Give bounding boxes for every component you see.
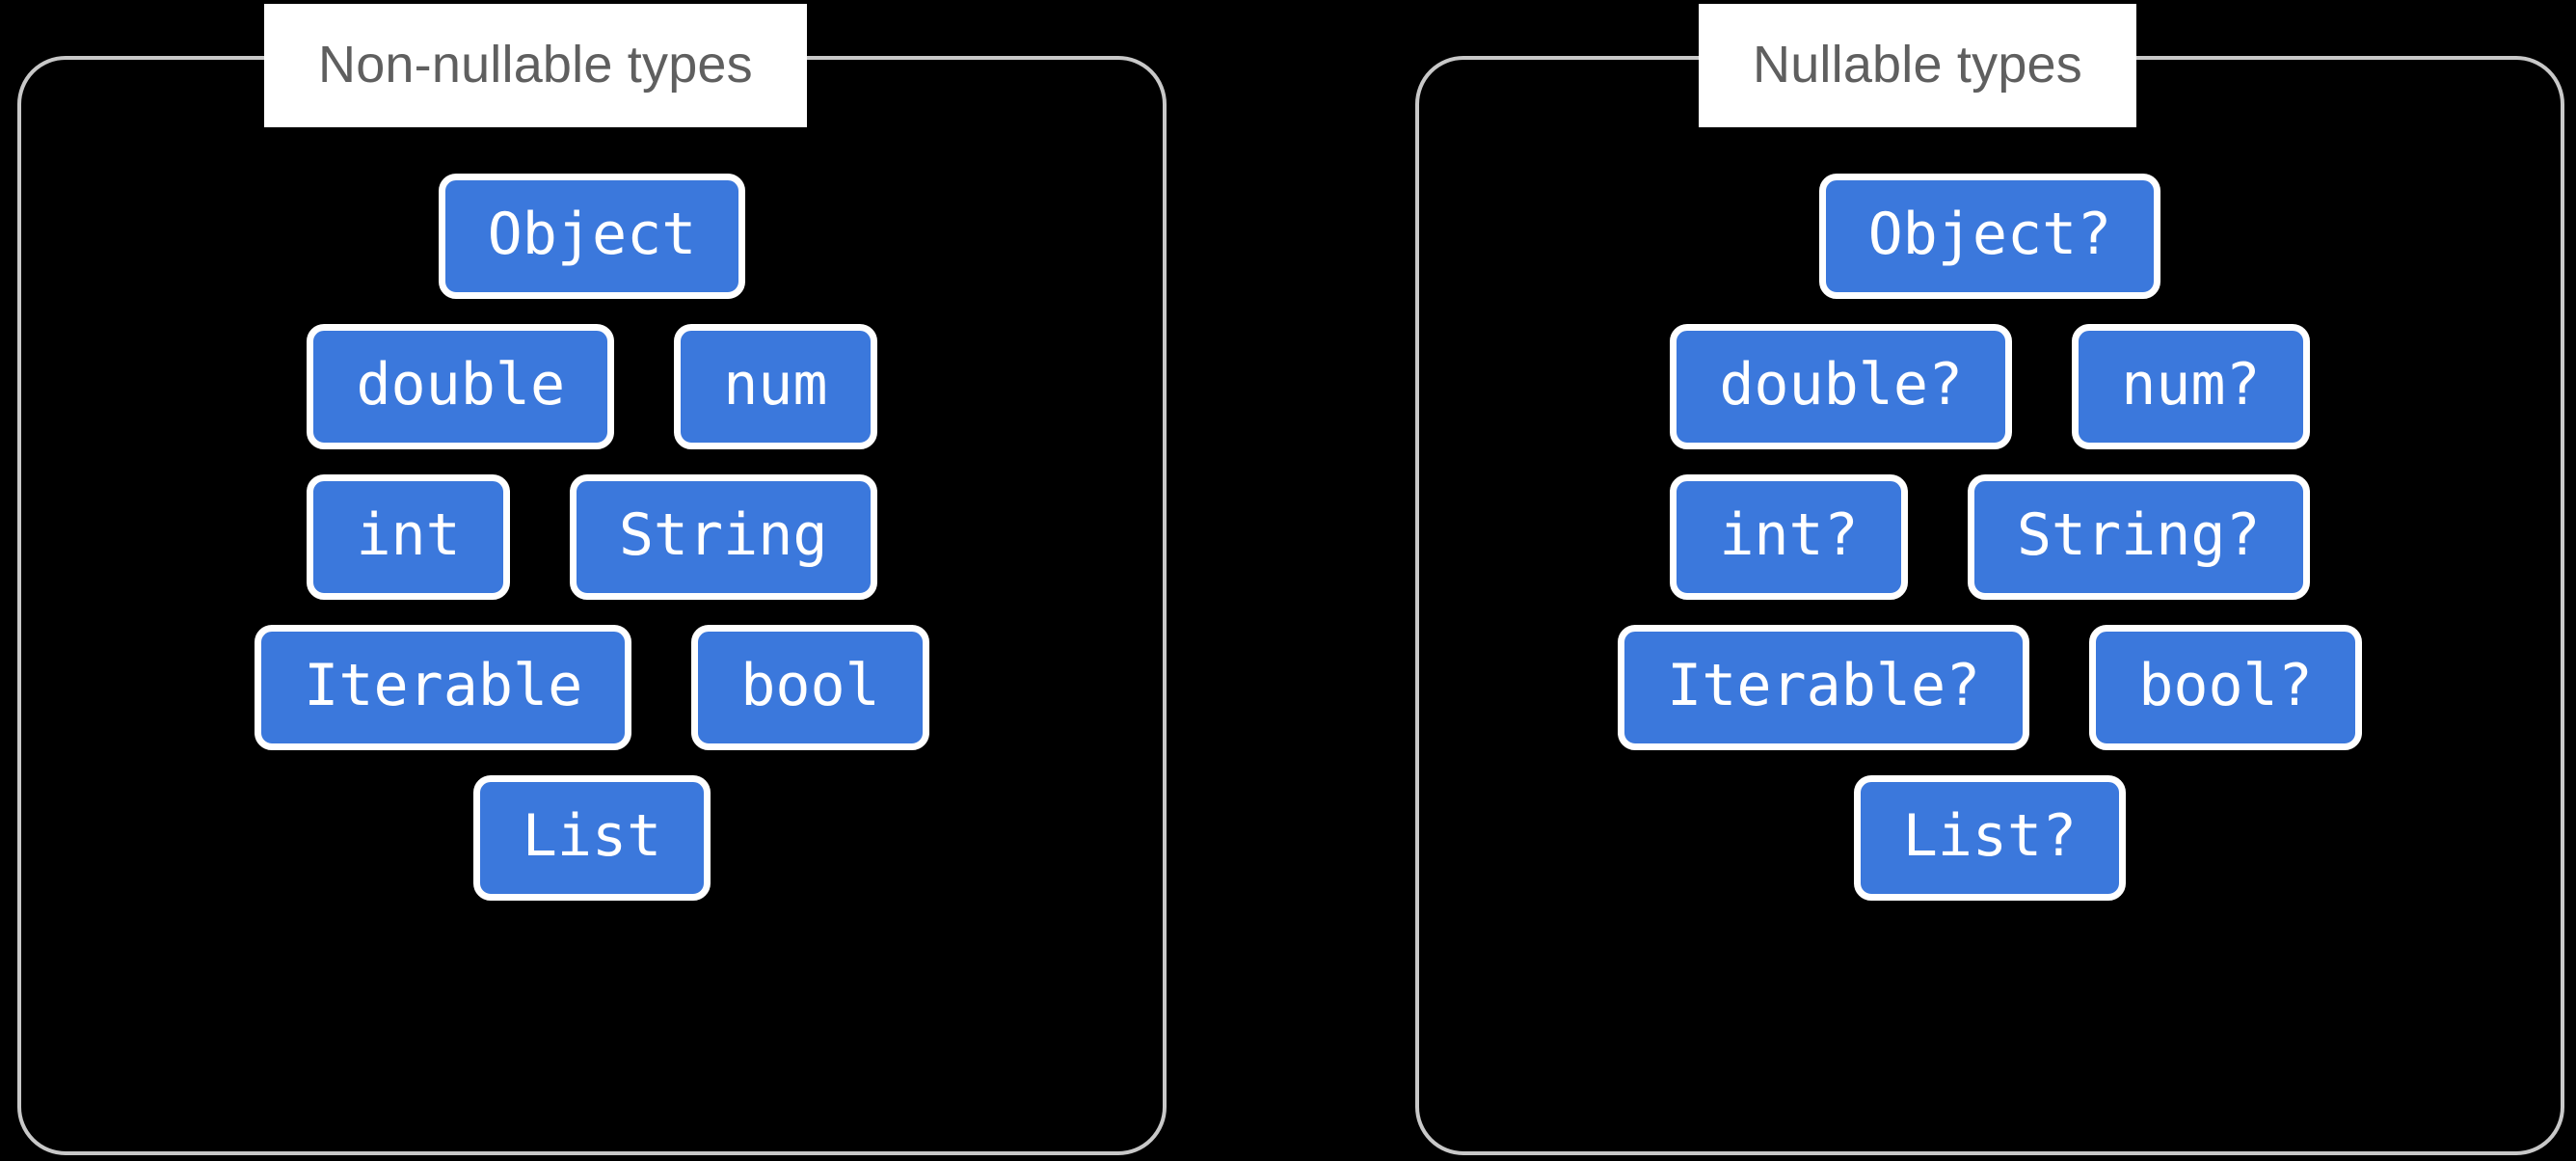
- type-pill-bool[interactable]: bool: [691, 625, 929, 750]
- pill-row: int String: [21, 474, 1163, 600]
- type-pill-iterable[interactable]: Iterable: [255, 625, 632, 750]
- type-pill-string[interactable]: String: [569, 474, 877, 600]
- type-pill-int-nullable[interactable]: int?: [1670, 474, 1908, 600]
- pill-rows-nullable: Object? double? num? int? String? Iterab…: [1419, 104, 2561, 901]
- panel-title-nullable: Nullable types: [1699, 4, 2136, 127]
- panel-non-nullable-types: Non-nullable types Object double num int…: [17, 4, 1167, 1155]
- pill-row: List: [21, 775, 1163, 901]
- pill-row: double? num?: [1419, 324, 2561, 449]
- type-pill-double-nullable[interactable]: double?: [1670, 324, 2013, 449]
- type-pill-int[interactable]: int: [307, 474, 510, 600]
- pill-row: double num: [21, 324, 1163, 449]
- type-pill-iterable-nullable[interactable]: Iterable?: [1618, 625, 2030, 750]
- type-pill-num-nullable[interactable]: num?: [2072, 324, 2310, 449]
- type-pill-object-nullable[interactable]: Object?: [1818, 174, 2161, 299]
- type-pill-string-nullable[interactable]: String?: [1967, 474, 2310, 600]
- type-pill-num[interactable]: num: [674, 324, 877, 449]
- pill-row: Iterable bool: [21, 625, 1163, 750]
- pill-row: List?: [1419, 775, 2561, 901]
- pill-row: Iterable? bool?: [1419, 625, 2561, 750]
- panel-nullable-types: Nullable types Object? double? num? int?…: [1415, 4, 2564, 1155]
- pill-row: Object: [21, 174, 1163, 299]
- type-pill-object[interactable]: Object: [438, 174, 746, 299]
- panel-title-non-nullable: Non-nullable types: [264, 4, 807, 127]
- pill-row: int? String?: [1419, 474, 2561, 600]
- type-pill-double[interactable]: double: [307, 324, 615, 449]
- pill-rows-non-nullable: Object double num int String Iterable bo…: [21, 104, 1163, 901]
- pill-row: Object?: [1419, 174, 2561, 299]
- type-pill-list[interactable]: List: [472, 775, 711, 901]
- type-pill-bool-nullable[interactable]: bool?: [2089, 625, 2362, 750]
- type-pill-list-nullable[interactable]: List?: [1853, 775, 2127, 901]
